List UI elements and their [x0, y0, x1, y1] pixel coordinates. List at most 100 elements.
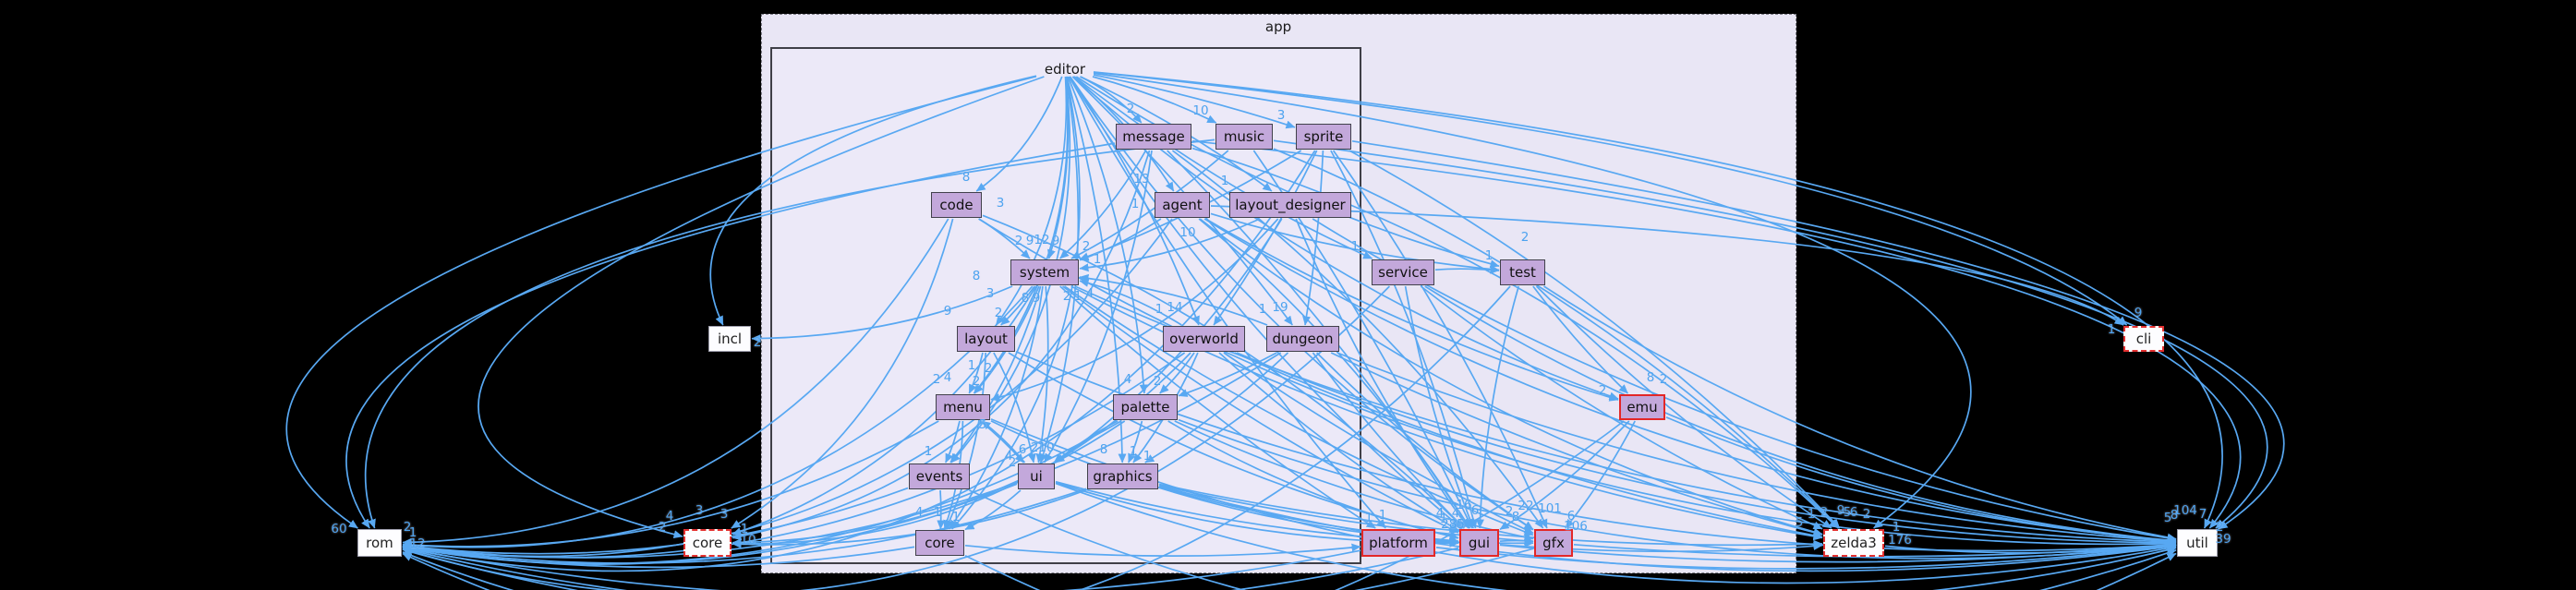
edge-count-label: 12 — [409, 536, 426, 551]
edge-count-label: 2 — [1505, 504, 1514, 519]
edge-dungeon-to-zelda3 — [1330, 352, 1823, 537]
edge-count-label: 16 — [1456, 498, 1472, 512]
edge-count-label: 13 — [1133, 172, 1150, 187]
edge-dungeon-to-system — [1079, 273, 1268, 326]
node-emu[interactable]: emu — [1619, 394, 1665, 420]
node-menu[interactable]: menu — [936, 394, 990, 420]
edge-count-label: 8 — [2170, 508, 2179, 523]
node-rom[interactable]: rom — [357, 529, 402, 557]
node-overworld[interactable]: overworld — [1163, 326, 1245, 352]
edge-editor_anchor-to-sprite — [1093, 74, 1296, 129]
edge-count-label: 1 — [740, 522, 749, 536]
edge-message-to-core_out — [732, 150, 1151, 541]
edge-ui-to-core_in — [964, 489, 1022, 531]
edge-system-to-incl — [751, 285, 1013, 343]
edge-editor_anchor-to-zelda3 — [1093, 72, 1972, 529]
edge-count-label: 9 — [1836, 503, 1845, 518]
edge-overworld-to-system — [1079, 279, 1182, 326]
edge-count-label: 2 — [1520, 230, 1530, 245]
edge-count-label: 2 — [753, 335, 762, 350]
edge-emu-to-rom — [402, 420, 1625, 590]
edge-agent-to-system — [1079, 218, 1162, 261]
edge-events-to-rom — [402, 487, 909, 555]
edge-test-to-util — [1543, 285, 2177, 542]
node-gui[interactable]: gui — [1459, 529, 1499, 557]
node-system[interactable]: system — [1010, 259, 1079, 285]
edge-service-to-util — [1424, 285, 2177, 545]
node-util[interactable]: util — [2177, 529, 2218, 557]
edge-palette-to-gui — [1167, 420, 1459, 541]
edge-system-to-rom — [402, 285, 1034, 550]
node-code[interactable]: code — [931, 192, 982, 218]
edge-count-label: 9 — [1032, 291, 1041, 306]
node-sprite[interactable]: sprite — [1296, 124, 1351, 150]
node-dungeon[interactable]: dungeon — [1266, 326, 1339, 352]
edge-count-label: 106 — [1564, 519, 1588, 534]
edge-count-label: 1 — [1220, 174, 1229, 188]
edge-count-label: 1 — [1093, 252, 1102, 267]
edge-editor_anchor-to-incl — [709, 75, 1037, 326]
node-test[interactable]: test — [1500, 259, 1545, 285]
edge-count-label: 5 — [978, 417, 987, 432]
edge-agent-to-cli — [1210, 205, 2124, 326]
edge-count-label: 1 — [1439, 512, 1448, 526]
edge-count-label: 9 — [2134, 306, 2143, 320]
node-agent[interactable]: agent — [1155, 192, 1210, 218]
edge-music-to-zelda3 — [1273, 148, 1840, 529]
node-platform[interactable]: platform — [1361, 529, 1435, 557]
edge-layout-to-core_in — [945, 352, 986, 530]
edge-count-label: 5 — [1795, 515, 1804, 530]
edge-count-label: 60 — [331, 522, 347, 536]
edge-music-to-rom — [364, 138, 1215, 529]
edge-agent-to-util — [1203, 218, 2177, 545]
edge-events-to-core_in — [937, 489, 946, 530]
edge-message-to-ui — [1044, 150, 1153, 464]
edge-count-label: 7 — [2198, 507, 2207, 522]
edge-layout_designer-to-util — [1312, 218, 2177, 543]
edge-count-label: 1 — [1258, 302, 1267, 317]
node-core_in[interactable]: core — [915, 530, 964, 556]
edge-editor_anchor-to-layout — [995, 76, 1068, 326]
node-service[interactable]: service — [1372, 259, 1434, 285]
edge-count-label: 10 — [1038, 440, 1055, 455]
edge-count-label: 9 — [943, 304, 952, 319]
edge-count-label: 8 — [1099, 442, 1108, 457]
edge-count-label: 1 — [1350, 239, 1360, 254]
node-zelda3[interactable]: zelda3 — [1823, 529, 1884, 557]
node-graphics[interactable]: graphics — [1087, 464, 1158, 489]
edge-count-label: 176 — [1888, 533, 1912, 548]
edge-sprite-to-zelda3 — [1348, 150, 1841, 529]
node-events[interactable]: events — [909, 464, 970, 489]
edge-count-label: 2 — [1062, 289, 1071, 304]
edge-test-to-rom — [402, 285, 1511, 590]
edge-count-label: 3 — [695, 503, 704, 518]
edge-service-to-test — [1434, 265, 1500, 274]
node-layout_designer[interactable]: layout_designer — [1229, 192, 1351, 218]
edge-count-label: 8 — [1021, 291, 1030, 306]
node-ui[interactable]: ui — [1018, 464, 1055, 489]
edge-count-label: 5 — [1843, 505, 1852, 520]
node-gfx[interactable]: gfx — [1534, 529, 1573, 557]
edge-code-to-rom — [402, 218, 949, 547]
node-music[interactable]: music — [1215, 124, 1273, 150]
node-message[interactable]: message — [1116, 124, 1191, 150]
edge-count-label: 4 — [1451, 506, 1460, 521]
edge-system-to-gui — [1061, 285, 1459, 534]
edge-count-label: 1 — [1378, 508, 1387, 523]
edge-count-label: 1 — [924, 444, 933, 459]
edge-count-label: 2 — [1082, 239, 1091, 254]
node-cli[interactable]: cli — [2123, 326, 2164, 352]
edge-count-label: 8 — [1511, 510, 1520, 524]
edge-gui-to-gfx — [1499, 536, 1534, 545]
edge-palette-to-ui — [1053, 420, 1119, 464]
node-palette[interactable]: palette — [1113, 394, 1178, 420]
node-core_out[interactable]: core — [683, 529, 732, 557]
edge-count-label: 4 — [1123, 372, 1132, 387]
edge-count-label: 22 — [1518, 499, 1534, 513]
edge-ui-to-util — [1055, 482, 2177, 590]
edge-count-label: 3 — [996, 196, 1005, 211]
node-incl[interactable]: incl — [708, 326, 751, 352]
edge-count-label: 4 — [943, 370, 952, 385]
node-layout[interactable]: layout — [957, 326, 1015, 352]
